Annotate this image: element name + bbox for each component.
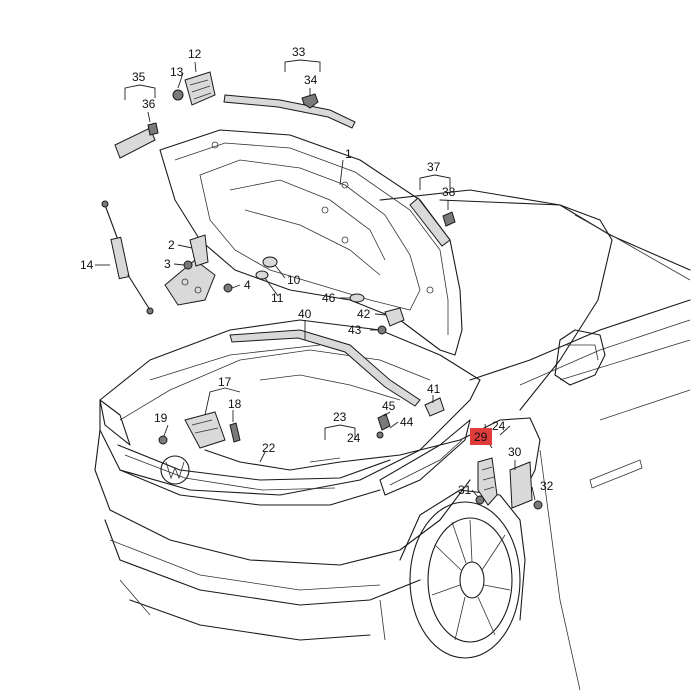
leader-lines: [95, 59, 536, 501]
part-33-seal-strip: [223, 94, 356, 129]
front-wheel-icon: [409, 501, 521, 659]
part-38-clip: [442, 211, 456, 227]
part-37-seal: [409, 197, 451, 247]
callout-14: 14: [80, 258, 94, 272]
callout-23: 23: [333, 410, 347, 424]
callout-36: 36: [142, 97, 156, 111]
part-42-bracket: [384, 307, 405, 327]
callout-44: 44: [400, 415, 414, 429]
callout-2: 2: [168, 238, 175, 252]
part-30-bracket: [509, 461, 533, 509]
part-11-buffer: [255, 270, 269, 280]
callout-29-highlight: [470, 428, 492, 445]
callout-43: 43: [348, 323, 362, 337]
callout-12: 12: [188, 47, 202, 61]
callout-45: 45: [382, 399, 396, 413]
vw-logo-icon: [160, 455, 190, 485]
hood-panel: [159, 129, 463, 356]
callout-31: 31: [458, 483, 472, 497]
callout-46: 46: [322, 291, 336, 305]
part-2-hinge: [164, 234, 216, 306]
callout-19: 19: [154, 411, 168, 425]
part-4-screw: [223, 283, 233, 293]
part-22-release-cable: [204, 417, 541, 491]
part-31-screw: [475, 495, 485, 505]
part-19-screw: [158, 435, 168, 445]
part-12-retainer: [184, 71, 216, 106]
callout-1: 1: [345, 147, 352, 161]
callout-29: 29: [474, 430, 488, 444]
callout-4: 4: [244, 278, 251, 292]
callout-30: 30: [508, 445, 522, 459]
callout-labels: 12 13 33 34 35 36 1 37 38 14 2 3 4 10 11…: [80, 45, 554, 497]
part-17-hood-lock: [184, 411, 226, 449]
callout-24-right: 24: [492, 419, 506, 433]
part-14-gas-strut: [101, 200, 154, 315]
part-3-screw: [183, 260, 193, 270]
callout-17: 17: [218, 375, 232, 389]
callout-35: 35: [132, 70, 146, 84]
callout-33: 33: [292, 45, 306, 59]
callout-22: 22: [262, 441, 276, 455]
callout-10: 10: [287, 273, 301, 287]
callout-13: 13: [170, 65, 184, 79]
part-35-seal: [114, 127, 156, 159]
part-10-buffer: [262, 256, 278, 268]
part-32-screw: [533, 500, 543, 510]
callout-37: 37: [427, 160, 441, 174]
callout-32: 32: [540, 479, 554, 493]
callout-34: 34: [304, 73, 318, 87]
part-45-clip: [377, 413, 391, 431]
part-40-bay-seal: [229, 329, 421, 407]
callout-42: 42: [357, 307, 371, 321]
callout-24-left: 24: [347, 431, 361, 445]
part-13-screw: [172, 89, 184, 101]
part-36-clip: [147, 122, 159, 136]
part-34-clip: [301, 93, 319, 109]
car-body: [94, 189, 691, 691]
part-46-grommet: [349, 293, 365, 303]
callout-3: 3: [164, 257, 171, 271]
callout-38: 38: [442, 185, 456, 199]
callout-41: 41: [427, 382, 441, 396]
callout-11: 11: [271, 291, 284, 305]
callout-40: 40: [298, 307, 312, 321]
callout-18: 18: [228, 397, 242, 411]
part-41-clip: [424, 397, 445, 417]
part-44-screw: [376, 431, 384, 439]
part-18-switch: [229, 422, 241, 443]
part-43-screw: [377, 325, 387, 335]
